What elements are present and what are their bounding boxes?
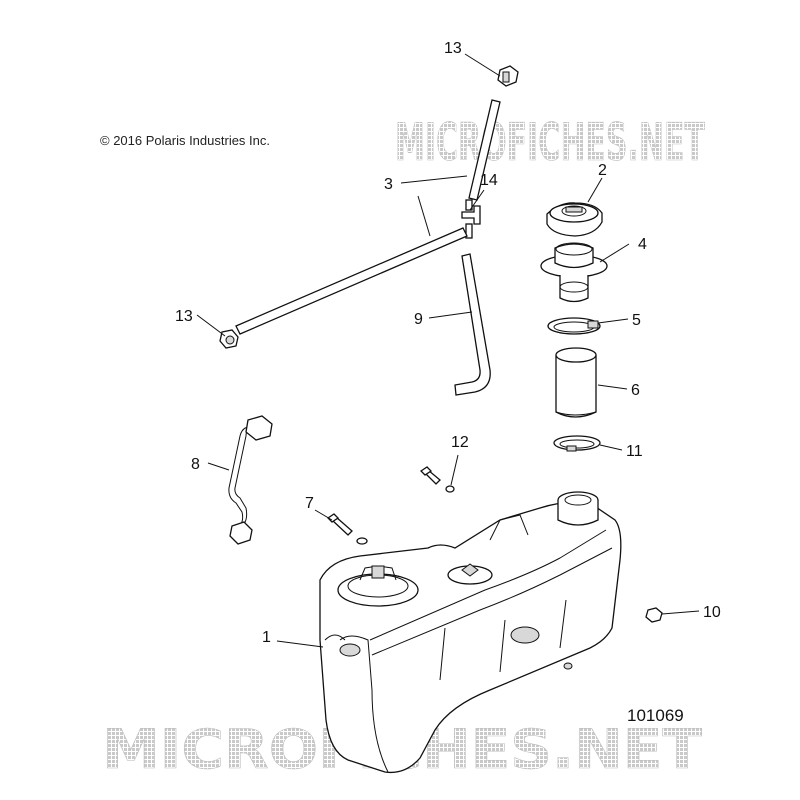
callout-5: 5 xyxy=(632,312,641,329)
fuel-cap xyxy=(546,202,603,237)
filler-neck xyxy=(540,242,608,303)
bolt-7 xyxy=(326,513,368,545)
callout-13-left: 13 xyxy=(175,308,193,325)
fuel-tank xyxy=(319,491,622,774)
callout-13-top: 13 xyxy=(444,40,462,57)
vent-hose-long xyxy=(235,227,468,335)
callout-2: 2 xyxy=(598,162,607,179)
callout-9: 9 xyxy=(414,311,423,328)
hose-clamp-upper xyxy=(547,317,601,335)
nut-10 xyxy=(645,607,663,623)
callout-7: 7 xyxy=(305,495,314,512)
hose-clamp-lower xyxy=(553,435,601,452)
copyright-notice: © 2016 Polaris Industries Inc. xyxy=(100,133,270,148)
leader-lines xyxy=(196,53,700,648)
callout-11: 11 xyxy=(626,443,643,460)
watermark-top: MICROFICHES.NET xyxy=(395,113,705,173)
fuel-supply-line xyxy=(228,415,273,545)
diagram-number: 101069 xyxy=(627,706,684,725)
vent-connector-left xyxy=(219,329,239,349)
vent-connector-top xyxy=(497,65,519,87)
callout-14: 14 xyxy=(480,172,498,189)
bolt-12 xyxy=(419,466,455,493)
callout-1: 1 xyxy=(262,629,271,646)
filler-hose-sleeve xyxy=(555,347,597,418)
callout-6: 6 xyxy=(631,382,640,399)
callout-8: 8 xyxy=(191,456,200,473)
callout-10: 10 xyxy=(703,604,721,621)
callout-4: 4 xyxy=(638,236,647,253)
bent-vent-hose xyxy=(454,253,491,396)
callout-12: 12 xyxy=(451,434,469,451)
callouts: 13 2 3 14 4 13 9 5 6 12 11 8 7 10 1 xyxy=(175,40,721,646)
callout-3: 3 xyxy=(384,176,393,193)
tee-fitting xyxy=(461,199,481,239)
